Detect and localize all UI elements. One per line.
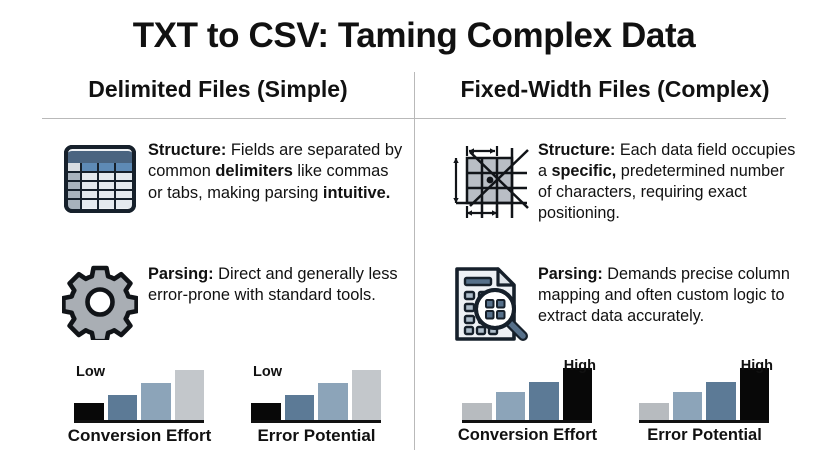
left-structure-label: Structure:	[148, 141, 227, 159]
left-structure-bold-2: intuitive.	[322, 183, 391, 202]
bar	[462, 402, 492, 420]
bar	[74, 402, 104, 420]
left-structure-text-1: Fields are separated by common	[148, 141, 403, 181]
left-parsing-text: Parsing: Direct and generally less error…	[148, 262, 407, 307]
right-structure-text-2: predetermined number of characters, requ…	[538, 162, 785, 223]
column-divider	[414, 72, 415, 450]
document-magnifier-icon	[442, 262, 538, 356]
chart-plot: Low	[251, 362, 381, 423]
left-parsing-text-1: Direct and generally less error-prone wi…	[148, 265, 398, 305]
column-heading-left: Delimited Files (Simple)	[88, 76, 348, 102]
right-structure-bold-1: specific,	[551, 162, 617, 181]
right-structure-label: Structure:	[538, 141, 616, 159]
bar	[107, 394, 137, 420]
bar-series	[462, 364, 592, 420]
right-parsing-label: Parsing:	[538, 265, 603, 283]
bar	[251, 402, 281, 420]
right-structure-text-1: Each data field occupies a	[538, 141, 796, 181]
right-parsing-text: Parsing: Demands precise column mapping …	[538, 262, 802, 327]
chart-caption: Error Potential	[647, 426, 762, 444]
chart-baseline	[639, 420, 769, 423]
bar	[739, 367, 769, 420]
chart-annotation: High	[740, 358, 773, 374]
right-structure-text: Structure: Each data field occupies a sp…	[538, 138, 802, 224]
chart-annotation: Low	[253, 364, 282, 380]
bar-series	[639, 364, 769, 420]
chart-caption: Error Potential	[257, 426, 376, 445]
bar	[672, 392, 702, 420]
right-structure-row: Structure: Each data field occupies a sp…	[442, 138, 802, 232]
bar	[529, 382, 559, 420]
left-structure-text: Structure: Fields are separated by commo…	[148, 138, 407, 204]
chart-plot: High	[462, 358, 596, 423]
spreadsheet-table-icon	[52, 138, 148, 232]
chart-baseline	[251, 420, 381, 423]
bar-series	[74, 364, 204, 420]
bar	[284, 394, 314, 420]
chart-annotation: High	[563, 358, 596, 374]
bar	[141, 383, 171, 420]
chart-caption: Conversion Effort	[457, 426, 598, 444]
bar	[706, 382, 736, 420]
chart-plot: Low	[74, 362, 204, 423]
left-structure-row: Structure: Fields are separated by commo…	[52, 138, 407, 232]
left-structure-bold-1: delimiters	[215, 162, 293, 181]
page-title: TXT to CSV: Taming Complex Data	[132, 16, 696, 55]
left-parsing-row: Parsing: Direct and generally less error…	[52, 262, 407, 356]
chart-plot: High	[639, 358, 773, 423]
measured-grid-icon	[442, 138, 538, 232]
left-parsing-label: Parsing:	[148, 265, 214, 283]
column-heading-right: Fixed-Width Files (Complex)	[460, 76, 770, 102]
bar-series	[251, 364, 381, 420]
chart-baseline	[462, 420, 592, 423]
left-structure-text-2: like commas or tabs, making parsing	[148, 162, 389, 202]
bar	[495, 392, 525, 420]
right-parsing-text-1: Demands precise column mapping and often…	[538, 265, 790, 326]
chart-annotation: Low	[76, 364, 105, 380]
bar	[562, 367, 592, 420]
right-parsing-row: Parsing: Demands precise column mapping …	[442, 262, 802, 356]
bar	[351, 369, 381, 420]
bar	[318, 383, 348, 420]
bar	[174, 369, 204, 420]
bar	[639, 402, 669, 420]
gear-icon	[52, 262, 148, 356]
chart-caption: Conversion Effort	[67, 426, 212, 445]
chart-baseline	[74, 420, 204, 423]
